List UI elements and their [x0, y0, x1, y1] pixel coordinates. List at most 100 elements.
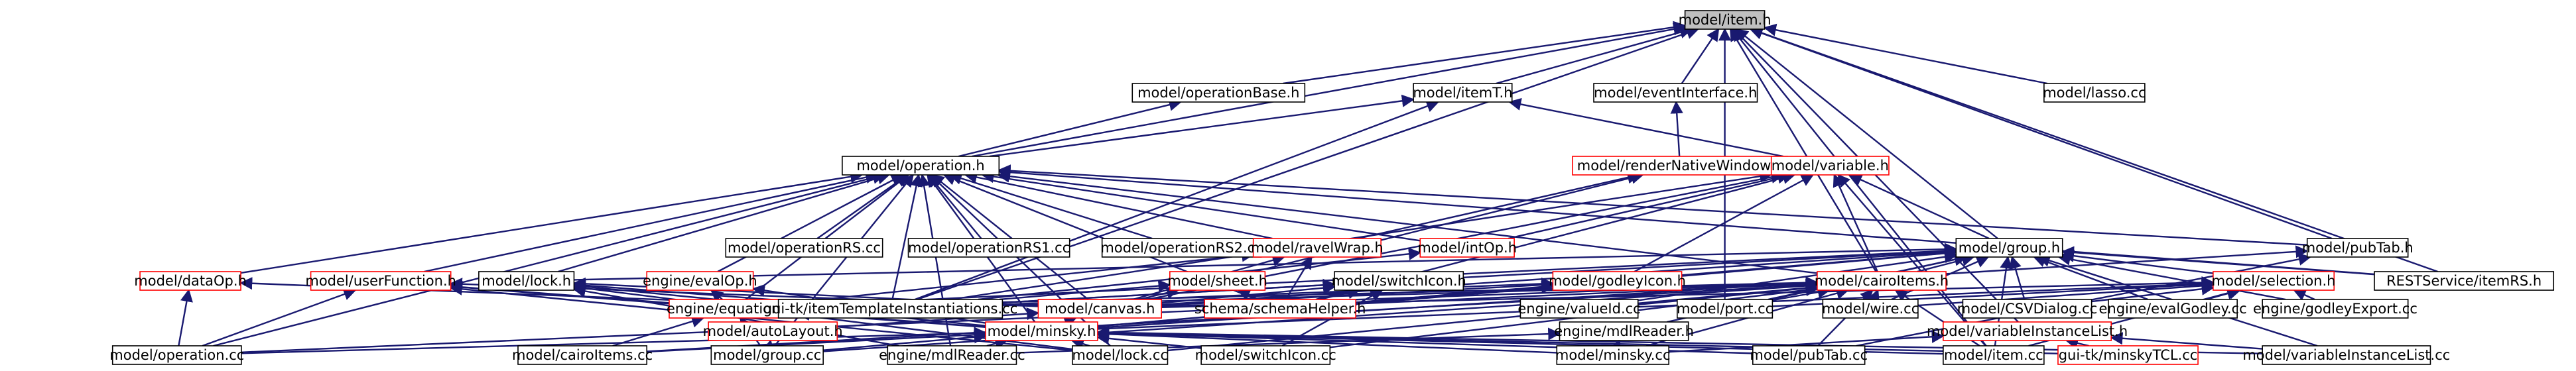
node-box	[646, 271, 754, 291]
dependency-edge	[1063, 316, 1077, 329]
node-box	[1552, 271, 1683, 291]
node-box	[1037, 299, 1162, 319]
dependency-edge	[986, 337, 1008, 350]
node-label: model/godleyIcon.h	[1549, 273, 1686, 289]
node-box	[669, 299, 799, 319]
dependency-edge	[710, 289, 724, 303]
graph-node-switchicon-cc[interactable]: model/switchIcon.cc	[1195, 345, 1336, 365]
graph-node-eventinterface-h[interactable]: model/eventInterface.h	[1593, 83, 1758, 103]
graph-node-itemt-h[interactable]: model/itemT.h	[1413, 83, 1513, 103]
dependency-edge	[931, 174, 1089, 300]
graph-node-restservice-itemrs-h[interactable]: RESTService/itemRS.h	[2374, 271, 2555, 291]
graph-node-pubtab-cc[interactable]: model/pubTab.cc	[1750, 345, 1868, 365]
node-box	[310, 271, 452, 291]
graph-node-minsky-h[interactable]: model/minsky.h	[985, 321, 1098, 341]
graph-node-item-cc[interactable]: model/item.cc	[1943, 345, 2045, 365]
edge-line	[798, 249, 1255, 303]
graph-node-operation-h[interactable]: model/operation.h	[842, 156, 1000, 176]
edge-line	[558, 172, 891, 273]
edge-line	[1508, 97, 1784, 158]
node-label: RESTService/itemRS.h	[2386, 273, 2542, 289]
node-label: model/operationRS2.cc	[1100, 240, 1262, 256]
edge-line	[2061, 249, 2214, 274]
graph-node-minskytcl-cc[interactable]: gui-tk/minskyTCL.cc	[2057, 345, 2199, 365]
graph-node-cairoitems-cc[interactable]: model/cairoItems.cc	[512, 345, 653, 365]
graph-node-operation-cc[interactable]: model/operation.cc	[109, 345, 244, 365]
graph-node-schemahelper-h[interactable]: schema/schemaHelper.h	[1194, 299, 1366, 319]
edge-line	[2110, 332, 2263, 350]
graph-node-group-cc[interactable]: model/group.cc	[710, 345, 824, 365]
graph-node-evalop-h[interactable]: engine/evalOp.h	[643, 271, 757, 291]
graph-node-valueid-cc[interactable]: engine/valueId.cc	[1517, 299, 1641, 319]
graph-node-operationbase-h[interactable]: model/operationBase.h	[1131, 83, 1306, 103]
graph-node-group-h[interactable]: model/group.h	[1955, 238, 2063, 258]
node-box	[710, 345, 824, 365]
edge-line	[1097, 277, 2215, 330]
graph-node-csvdialog-cc[interactable]: model/CSVDialog.cc	[1957, 299, 2097, 319]
graph-node-variableinstancelist-cc[interactable]: model/variableInstanceList.cc	[2242, 345, 2450, 365]
edge-line	[1496, 26, 1693, 85]
graph-node-pubtab-h[interactable]: model/pubTab.h	[2302, 238, 2414, 258]
graph-node-lock-h[interactable]: model/lock.h	[478, 271, 575, 291]
graph-node-lock-cc[interactable]: model/lock.cc	[1072, 345, 1169, 365]
edge-line	[2061, 246, 2375, 276]
graph-node-itemtemplateinstantiations-cc[interactable]: gui-tk/itemTemplateInstantiations.cc	[763, 299, 1018, 319]
edge-line	[891, 174, 923, 300]
graph-node-mdlreader-h[interactable]: engine/mdlReader.h	[1554, 321, 1694, 341]
graph-node-operationrs-cc[interactable]: model/operationRS.cc	[725, 238, 883, 258]
graph-node-operationrs1-cc[interactable]: model/operationRS1.cc	[907, 238, 1070, 258]
edge-line	[1750, 26, 2438, 273]
graph-node-variable-h[interactable]: model/variable.h	[1770, 156, 1890, 176]
graph-node-userfunction-h[interactable]: model/userFunction.h	[305, 271, 456, 291]
edge-line	[958, 98, 1182, 158]
graph-node-dataop-h[interactable]: model/dataOp.h	[134, 271, 247, 291]
dependency-edge	[951, 170, 1773, 301]
graph-node-operationrs2-cc[interactable]: model/operationRS2.cc	[1100, 238, 1263, 258]
node-label: model/dataOp.h	[134, 273, 247, 289]
edge-line	[1063, 316, 1077, 329]
node-label: model/itemT.h	[1413, 85, 1512, 101]
graph-node-sheet-h[interactable]: model/sheet.h	[1167, 271, 1267, 291]
graph-node-autolayout-h[interactable]: model/autoLayout.h	[703, 321, 843, 341]
graph-node-cairoitems-h[interactable]: model/cairoItems.h	[1815, 271, 1949, 291]
edge-line	[240, 170, 864, 274]
node-label: engine/evalGodley.cc	[2098, 301, 2246, 317]
dependency-edge	[572, 279, 779, 301]
node-label: model/operationRS.cc	[728, 240, 881, 256]
node-label: model/sheet.h	[1167, 273, 1267, 289]
node-box	[887, 345, 1017, 365]
dependency-edge	[1358, 171, 1641, 240]
graph-node-selection-h[interactable]: model/selection.h	[2212, 271, 2336, 291]
dependency-edge	[948, 172, 1153, 240]
edge-line	[823, 331, 987, 351]
graph-node-wire-cc[interactable]: model/wire.cc	[1822, 299, 1919, 319]
edge-line	[986, 337, 1008, 350]
edge-line	[996, 170, 1818, 274]
node-label: model/userFunction.h	[305, 273, 456, 289]
edge-line	[999, 280, 1171, 301]
dependency-edge	[915, 100, 1440, 301]
node-box	[111, 345, 242, 365]
graph-node-item-h[interactable]: model/item.h	[1679, 10, 1771, 30]
edge-line	[929, 174, 1111, 346]
graph-node-rendernativewindow-h[interactable]: model/renderNativeWindow.h	[1572, 156, 1788, 176]
edge-line	[1868, 289, 1880, 303]
graph-node-intop-h[interactable]: model/intOp.h	[1417, 238, 1517, 258]
graph-node-godleyexport-cc[interactable]: engine/godleyExport.cc	[2253, 299, 2417, 319]
graph-node-switchicon-h[interactable]: model/switchIcon.h	[1331, 271, 1466, 291]
graph-node-ravelwrap-h[interactable]: model/ravelWrap.h	[1251, 238, 1384, 258]
graph-node-lasso-cc[interactable]: model/lasso.cc	[2043, 83, 2146, 103]
graph-node-canvas-h[interactable]: model/canvas.h	[1037, 299, 1162, 319]
node-box	[1559, 321, 1689, 341]
dependency-edge	[1167, 282, 1819, 352]
graph-node-godleyicon-h[interactable]: model/godleyIcon.h	[1549, 271, 1686, 291]
graph-node-minsky-cc[interactable]: model/minsky.cc	[1555, 345, 1671, 365]
graph-node-mdlreader-cc[interactable]: engine/mdlReader.cc	[879, 345, 1025, 365]
edge-line	[1096, 327, 1557, 354]
node-box	[777, 299, 1003, 319]
graph-node-port-cc[interactable]: model/port.cc	[1677, 299, 1773, 319]
edge-line	[213, 171, 886, 347]
graph-node-evalgodley-cc[interactable]: engine/evalGodley.cc	[2098, 299, 2247, 319]
graph-node-variableinstancelist-h[interactable]: model/variableInstanceList.h	[1927, 321, 2128, 341]
node-box	[1822, 299, 1919, 319]
